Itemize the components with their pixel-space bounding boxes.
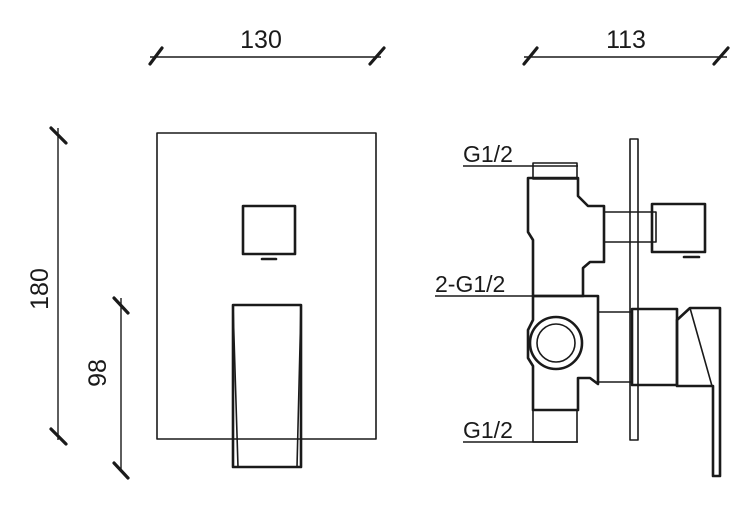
- lever-handle: [231, 303, 303, 469]
- handle-height-label: 98: [84, 359, 112, 387]
- valve-body-upper: [526, 176, 606, 298]
- height-label: 180: [26, 268, 54, 310]
- depth-label: 113: [606, 26, 646, 54]
- top-port-label: G1/2: [463, 141, 513, 167]
- cover-plate: [156, 132, 377, 440]
- bottom-outlet-connector: [532, 409, 578, 443]
- diverter-knob: [241, 204, 297, 256]
- side-lever-handle-edge: [689, 307, 713, 387]
- front-view: 130 180 98: [26, 26, 386, 480]
- width-label: 130: [240, 26, 282, 54]
- side-wall-plate: [629, 138, 639, 441]
- side-lever-handle: [675, 306, 722, 478]
- depth-dimension: 113: [522, 26, 730, 66]
- valve-body-lower: [526, 294, 600, 412]
- handle-height-dimension: 98: [84, 296, 130, 480]
- inlet-port-inner: [536, 323, 576, 363]
- side-view: 113 G1/2 2-G1/2 G1/2: [435, 26, 730, 478]
- lever-handle-bevel-left: [232, 304, 239, 468]
- width-dimension: 130: [148, 26, 386, 66]
- side-diverter-knob: [650, 202, 707, 254]
- height-dimension: 180: [26, 126, 68, 446]
- diverter-shaft: [603, 211, 657, 243]
- lever-handle-bevel-right: [296, 304, 302, 468]
- bottom-port-label: G1/2: [463, 417, 513, 443]
- inlet-port-outer: [528, 315, 584, 371]
- cartridge-housing: [597, 311, 633, 383]
- middle-port-label: 2-G1/2: [435, 271, 505, 297]
